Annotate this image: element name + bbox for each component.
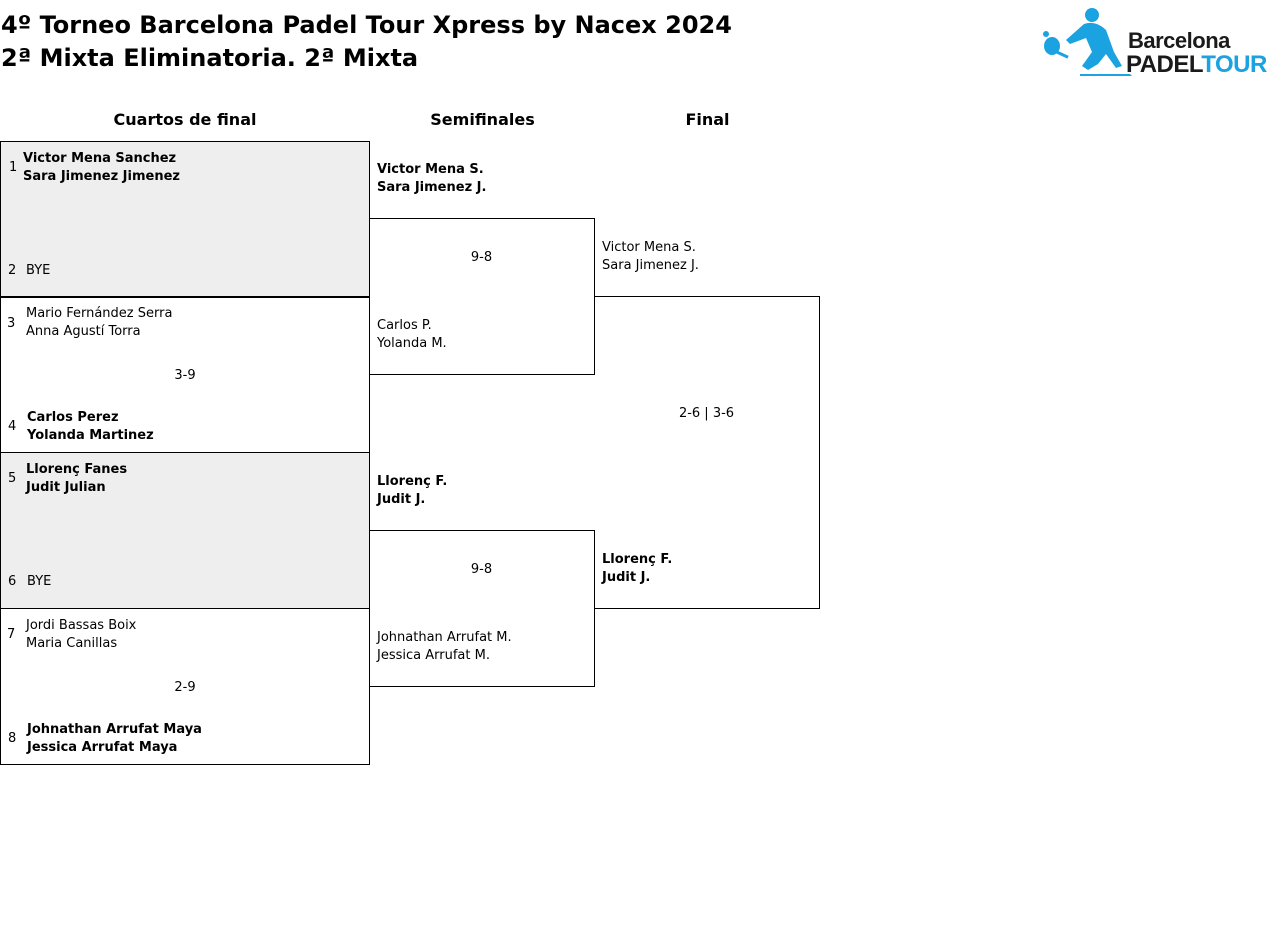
semifinal-team-entry[interactable]: Johnathan Arrufat M. Jessica Arrufat M. [377, 629, 512, 665]
player-name: Sara Jimenez Jimenez [23, 169, 180, 184]
semifinal-team-entry[interactable]: Victor Mena S. Sara Jimenez J. [377, 161, 486, 197]
player-name: Victor Mena Sanchez [23, 151, 177, 166]
player-name: Llorenç Fanes [26, 462, 128, 477]
barcelona-padel-tour-logo: Barcelona PADELTOUR [1040, 4, 1272, 78]
player-name: Carlos Perez [27, 410, 119, 425]
round-label-quarterfinals: Cuartos de final [113, 110, 257, 129]
match-score: 3-9 [174, 368, 196, 383]
logo-text-tour: TOUR [1201, 51, 1267, 78]
semifinal-score: 9-8 [470, 562, 493, 577]
team-entry[interactable]: Jordi Bassas Boix Maria Canillas [26, 617, 136, 653]
semifinal-score: 9-8 [470, 250, 493, 265]
team-entry[interactable]: Mario Fernández Serra Anna Agustí Torra [26, 305, 172, 341]
seed-number: 1 [9, 160, 18, 175]
player-name: Judit Julian [26, 480, 106, 495]
final-bracket-line [594, 296, 820, 609]
player-name: Mario Fernández Serra [26, 306, 173, 321]
player-name: Johnathan Arrufat Maya [27, 722, 202, 737]
round-label-final: Final [685, 110, 730, 129]
team-entry[interactable]: BYE [27, 573, 51, 591]
player-name: Judit J. [377, 492, 426, 507]
quarterfinal-match-2: 3 Mario Fernández Serra Anna Agustí Torr… [0, 296, 370, 453]
page-title: 4º Torneo Barcelona Padel Tour Xpress by… [1, 9, 732, 75]
player-name: Carlos P. [377, 318, 432, 333]
final-team-entry[interactable]: Llorenç F. Judit J. [602, 551, 672, 587]
player-name: Llorenç F. [377, 474, 448, 489]
logo-text-barcelona: Barcelona [1128, 28, 1231, 53]
semifinal-team-entry[interactable]: Llorenç F. Judit J. [377, 473, 447, 509]
svg-text:PADELTOUR: PADELTOUR [1126, 51, 1267, 78]
team-entry[interactable]: Carlos Perez Yolanda Martinez [27, 409, 154, 445]
seed-number: 7 [7, 627, 16, 642]
player-name: Sara Jimenez J. [377, 180, 487, 195]
player-name: Sara Jimenez J. [602, 258, 699, 273]
final-team-entry[interactable]: Victor Mena S. Sara Jimenez J. [602, 239, 699, 275]
logo-text-padel: PADEL [1126, 51, 1203, 78]
seed-number: 2 [8, 263, 17, 278]
seed-number: 3 [7, 316, 16, 331]
team-entry[interactable]: Johnathan Arrufat Maya Jessica Arrufat M… [27, 721, 202, 757]
seed-number: 8 [8, 731, 17, 746]
team-entry[interactable]: Victor Mena Sanchez Sara Jimenez Jimenez [23, 150, 180, 186]
round-label-semifinals: Semifinales [430, 110, 535, 129]
player-name: Victor Mena S. [377, 162, 484, 177]
player-name: Yolanda M. [377, 336, 447, 351]
seed-number: 6 [8, 574, 17, 589]
category-title: 2ª Mixta Eliminatoria. 2ª Mixta [1, 44, 419, 72]
player-name: Victor Mena S. [602, 240, 696, 255]
semifinal-team-entry[interactable]: Carlos P. Yolanda M. [377, 317, 447, 353]
quarterfinal-match-3: 5 Llorenç Fanes Judit Julian 6 BYE [0, 452, 370, 609]
match-score: 2-9 [174, 680, 196, 695]
player-name: Llorenç F. [602, 552, 673, 567]
player-name: Yolanda Martinez [27, 428, 154, 443]
player-name: Maria Canillas [26, 636, 118, 651]
final-score: 2-6 | 3-6 [678, 406, 735, 421]
padel-player-icon [1043, 8, 1132, 76]
team-entry[interactable]: BYE [26, 262, 50, 280]
player-name: Jessica Arrufat M. [377, 648, 490, 663]
player-name: Judit J. [602, 570, 651, 585]
player-name: BYE [27, 574, 52, 589]
player-name: Anna Agustí Torra [26, 324, 141, 339]
player-name: BYE [26, 263, 51, 278]
player-name: Jordi Bassas Boix [26, 618, 137, 633]
quarterfinal-match-1: 1 Victor Mena Sanchez Sara Jimenez Jimen… [0, 141, 370, 298]
seed-number: 5 [8, 471, 17, 486]
quarterfinal-match-4: 7 Jordi Bassas Boix Maria Canillas 2-9 8… [0, 608, 370, 765]
tournament-title: 4º Torneo Barcelona Padel Tour Xpress by… [1, 11, 732, 39]
team-entry[interactable]: Llorenç Fanes Judit Julian [26, 461, 127, 497]
player-name: Johnathan Arrufat M. [377, 630, 512, 645]
player-name: Jessica Arrufat Maya [27, 740, 178, 755]
seed-number: 4 [8, 419, 17, 434]
